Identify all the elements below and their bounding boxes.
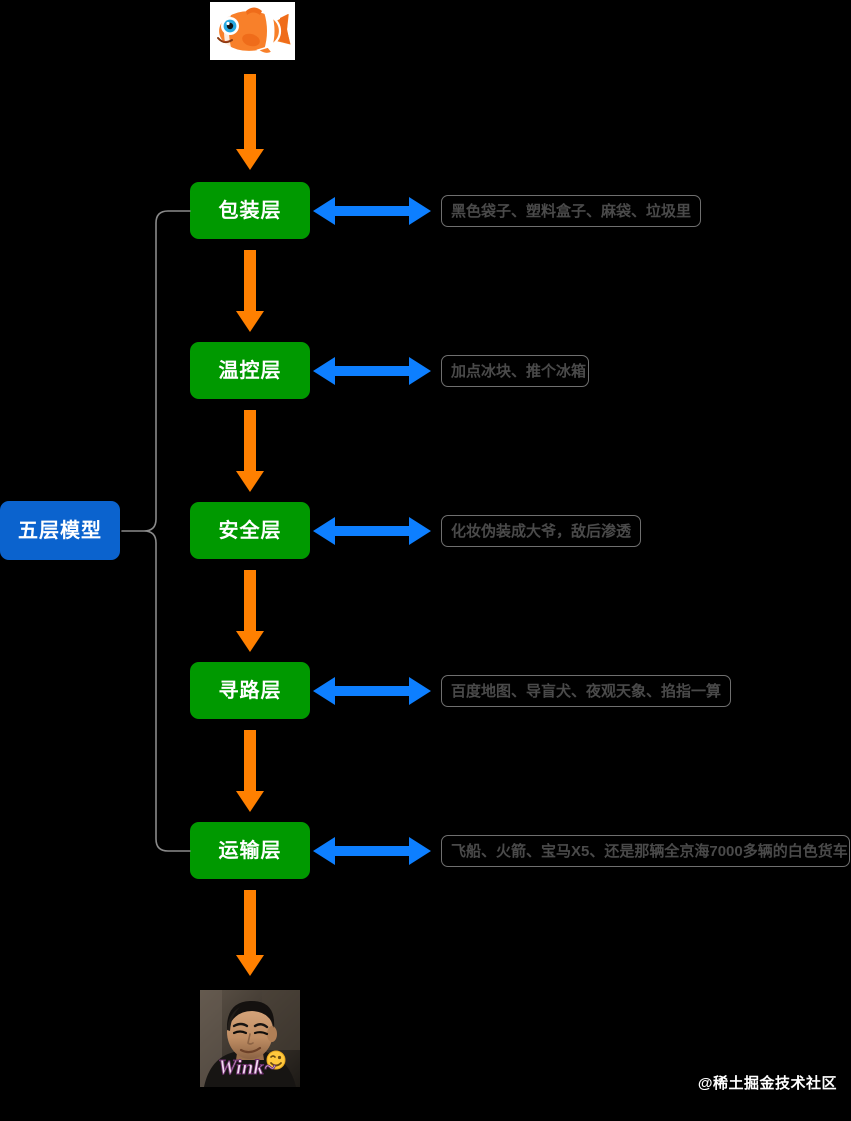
layer-label: 运输层 [218,839,282,862]
arrow-shaft [244,570,256,631]
clownfish-photo [210,2,295,60]
note-text: 黑色袋子、塑料盒子、麻袋、垃圾里 [451,202,692,220]
arrow-head [236,631,264,652]
bidirectional-arrow-icon [313,193,431,229]
layer-label: 安全层 [218,519,282,542]
arrow-shaft [244,730,256,791]
layer-label: 包装层 [218,199,282,222]
bidirectional-arrow-icon [313,673,431,709]
bidirectional-arrow-icon [313,833,431,869]
model-box[interactable]: 五层模型 [0,501,120,560]
down-arrow-intro [236,74,264,170]
layer-label: 寻路层 [218,679,282,702]
arrow-shaft [244,410,256,471]
note-box-transport: 飞船、火箭、宝马X5、还是那辆全京海7000多辆的白色货车 [441,835,850,867]
note-text: 化妆伪装成大爷，敌后渗透 [451,522,632,540]
layer-box-pathfinding[interactable]: 寻路层 [190,662,310,719]
arrow-shaft [244,890,256,955]
arrow-head [236,149,264,170]
layer-label: 温控层 [218,359,282,382]
down-arrow-0 [236,250,264,332]
model-label: 五层模型 [18,519,102,542]
down-arrow-outro [236,890,264,976]
layer-box-temperature[interactable]: 温控层 [190,342,310,399]
arrow-shaft [244,250,256,311]
note-box-pathfinding: 百度地图、导盲犬、夜观天象、掐指一算 [441,675,731,707]
grouping-bracket [120,200,192,862]
wink-caption: Wink~ [218,1055,276,1079]
arrow-shaft [244,74,256,149]
bidirectional-arrow-icon [313,353,431,389]
wink-photo: Wink~ [200,990,300,1087]
down-arrow-1 [236,410,264,492]
note-text: 飞船、火箭、宝马X5、还是那辆全京海7000多辆的白色货车 [451,842,848,860]
watermark: @稀土掘金技术社区 [697,1075,837,1092]
down-arrow-2 [236,570,264,652]
layer-box-transport[interactable]: 运输层 [190,822,310,879]
arrow-head [236,311,264,332]
note-text: 百度地图、导盲犬、夜观天象、掐指一算 [451,682,722,700]
layer-box-security[interactable]: 安全层 [190,502,310,559]
note-box-temperature: 加点冰块、推个冰箱 [441,355,589,387]
down-arrow-3 [236,730,264,812]
note-box-packaging: 黑色袋子、塑料盒子、麻袋、垃圾里 [441,195,701,227]
arrow-head [236,471,264,492]
arrow-head [236,791,264,812]
note-text: 加点冰块、推个冰箱 [451,362,587,380]
note-box-security: 化妆伪装成大爷，敌后渗透 [441,515,641,547]
bidirectional-arrow-icon [313,513,431,549]
layer-box-packaging[interactable]: 包装层 [190,182,310,239]
arrow-head [236,955,264,976]
